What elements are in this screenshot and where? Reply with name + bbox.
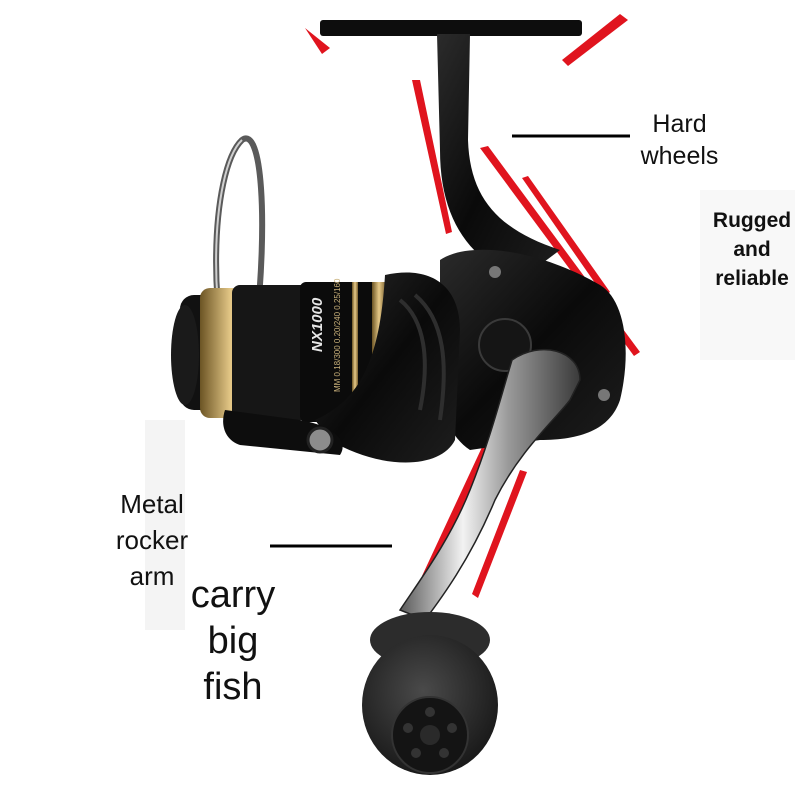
shadow-strip [145,420,185,630]
label-line: wheels [640,142,719,170]
label-line: Metal [120,489,184,519]
screw-icon [598,389,610,401]
reel-spec-text: MM 0.18/300 0.20/240 0.25/160 [333,278,342,392]
label-hard-wheels: Hard wheels [632,108,727,172]
label-line: Hard [652,110,707,138]
rod-foot-stem [320,20,582,280]
label-line: reliable [715,267,789,290]
label-metal-rocker-arm: Metal rocker arm [100,486,204,594]
label-line: carry [190,574,276,616]
shadow-strip [700,190,795,360]
rotor-cutouts [398,293,446,421]
label-line: fish [203,666,263,708]
label-rugged-reliable: Rugged and reliable [706,206,798,293]
handle-knob [362,612,498,775]
label-line: arm [129,561,175,591]
label-line: Rugged [712,209,792,232]
label-line: big [207,620,259,662]
bail-screw [306,426,334,454]
screw-icon [489,266,501,278]
red-stroke [305,28,330,54]
label-line: and [733,238,771,261]
handle-arm [398,348,581,621]
label-carry-big-fish: carry big fish [180,572,286,710]
red-stroke [562,14,628,66]
reel-model-text: NX1000 [309,297,326,352]
red-stroke [522,176,610,296]
label-line: rocker [115,525,189,555]
red-stroke [412,80,452,234]
rotor [315,272,460,463]
red-stroke [472,470,527,598]
